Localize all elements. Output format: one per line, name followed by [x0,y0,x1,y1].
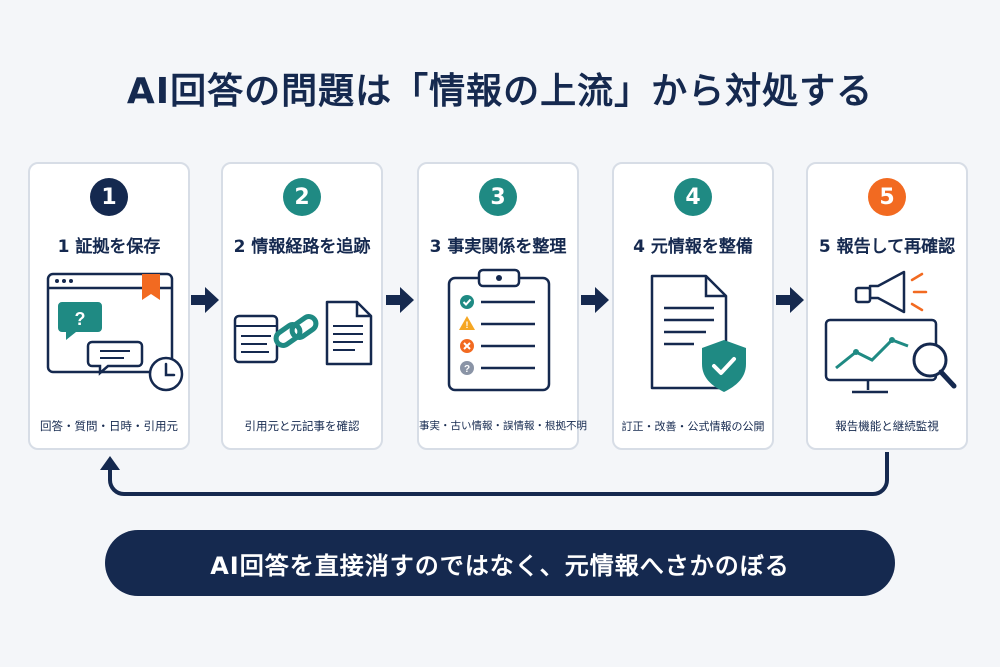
step-caption: 引用元と元記事を確認 [244,419,360,433]
step-caption: 回答・質問・日時・引用元 [40,419,178,433]
step-heading: 5 報告して再確認 [818,237,956,257]
step-card-3: 3 3 事実関係を整理 ! ? 事実・古い情報・誤情報・根拠不明 [417,162,587,450]
svg-text:?: ? [464,364,470,375]
arrow-right-icon [386,287,414,313]
arrow-right-icon [581,287,609,313]
megaphone-monitor-icon [824,270,957,394]
svg-text:!: ! [466,320,469,330]
step-card-1: 1 1 証拠を保存 ? 回答・質問・日時・引用元 [28,162,190,450]
step-heading: 2 情報経路を追跡 [233,237,371,257]
step-card-2: 2 2 情報経路を追跡 引用元と元記事を確認 [221,162,383,450]
summary-banner: AI回答を直接消すのではなく、元情報へさかのぼる [105,530,895,596]
chat-window-icon: ? [46,272,184,392]
document-link-icon [233,300,373,366]
arrow-right-icon [191,287,219,313]
step-card-5: 5 5 報告して再確認 報告機能と継続監視 [806,162,968,450]
svg-text:?: ? [75,309,86,329]
step-card-4: 4 4 元情報を整備 訂正・改善・公式情報の公開 [612,162,774,450]
document-shield-icon [650,274,746,392]
step-number-badge: 5 [868,178,906,216]
step-number-badge: 3 [479,178,517,216]
step-caption: 訂正・改善・公式情報の公開 [621,420,765,433]
step-heading: 4 元情報を整備 [633,237,753,257]
step-number-badge: 1 [90,178,128,216]
step-caption: 報告機能と継続監視 [835,419,939,433]
arrow-right-icon [776,287,804,313]
step-number-badge: 4 [674,178,712,216]
page-title: AI回答の問題は「情報の上流」から対処する [126,71,874,112]
step-caption: 事実・古い情報・誤情報・根拠不明 [419,420,587,432]
step-number-badge: 2 [283,178,321,216]
clipboard-checklist-icon: ! ? [447,268,551,392]
step-heading: 1 証拠を保存 [57,237,161,257]
step-heading: 3 事実関係を整理 [429,237,567,257]
